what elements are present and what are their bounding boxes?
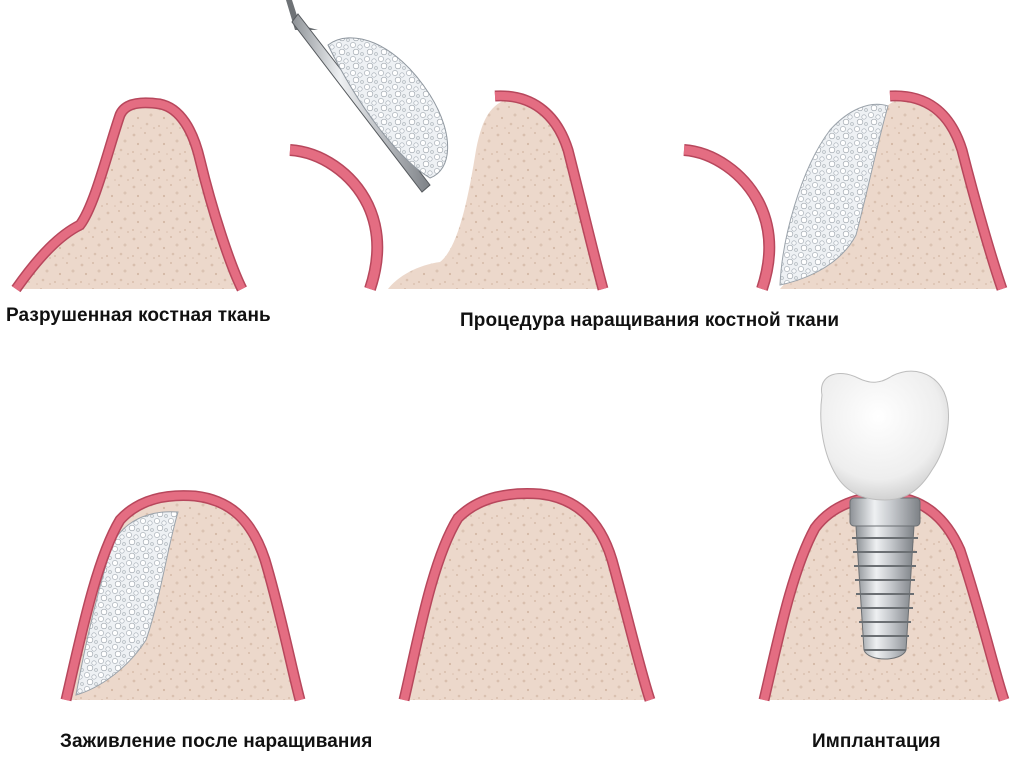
bone-ridge xyxy=(404,493,650,700)
grafting-instrument xyxy=(286,0,449,193)
dental-implant xyxy=(849,497,921,660)
panel-healed-bone xyxy=(398,488,656,702)
dental-crown xyxy=(820,370,949,501)
panel-destroyed-bone xyxy=(11,97,247,293)
bone-ridge xyxy=(16,102,242,290)
bone-ridge xyxy=(388,98,600,289)
panel-grafting-procedure xyxy=(286,0,609,291)
panel-graft-placed xyxy=(683,90,1008,291)
caption-grafting-procedure: Процедура наращивания костной ткани xyxy=(460,310,840,331)
bone-graft xyxy=(75,511,179,696)
panel-implantation xyxy=(758,370,1010,702)
bone-ridge xyxy=(780,98,1000,289)
caption-destroyed-bone: Разрушенная костная ткань xyxy=(6,305,271,326)
panel-healing xyxy=(60,490,306,702)
bone-graft xyxy=(779,103,889,286)
caption-healing: Заживление после наращивания xyxy=(60,731,373,752)
caption-implantation: Имплантация xyxy=(812,731,941,752)
